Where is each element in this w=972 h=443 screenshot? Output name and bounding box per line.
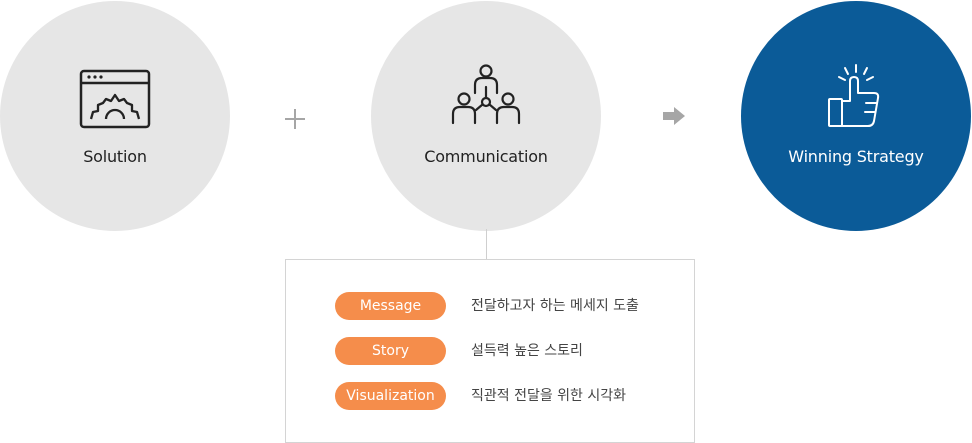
visualization-description: 직관적 전달을 위한 시각화 bbox=[471, 388, 627, 404]
thumbs-up-icon bbox=[826, 63, 886, 133]
winning-strategy-circle: Winning Strategy bbox=[741, 1, 971, 231]
visualization-tag: Visualization bbox=[335, 382, 446, 410]
story-description: 설득력 높은 스토리 bbox=[471, 343, 583, 359]
people-network-icon bbox=[449, 63, 523, 133]
winning-strategy-label: Winning Strategy bbox=[788, 147, 924, 166]
communication-label: Communication bbox=[424, 147, 548, 166]
plus-icon bbox=[284, 108, 306, 134]
connector-line bbox=[486, 229, 487, 260]
story-tag: Story bbox=[335, 337, 446, 365]
communication-circle: Communication bbox=[371, 1, 601, 231]
communication-detail-box: Message 전달하고자 하는 메세지 도출 Story 설득력 높은 스토리… bbox=[285, 259, 695, 443]
arrow-right-icon bbox=[662, 106, 686, 130]
solution-circle: Solution bbox=[0, 1, 230, 231]
message-description: 전달하고자 하는 메세지 도출 bbox=[471, 298, 639, 314]
browser-gear-icon bbox=[78, 67, 152, 135]
message-tag: Message bbox=[335, 292, 446, 320]
solution-label: Solution bbox=[83, 147, 147, 166]
